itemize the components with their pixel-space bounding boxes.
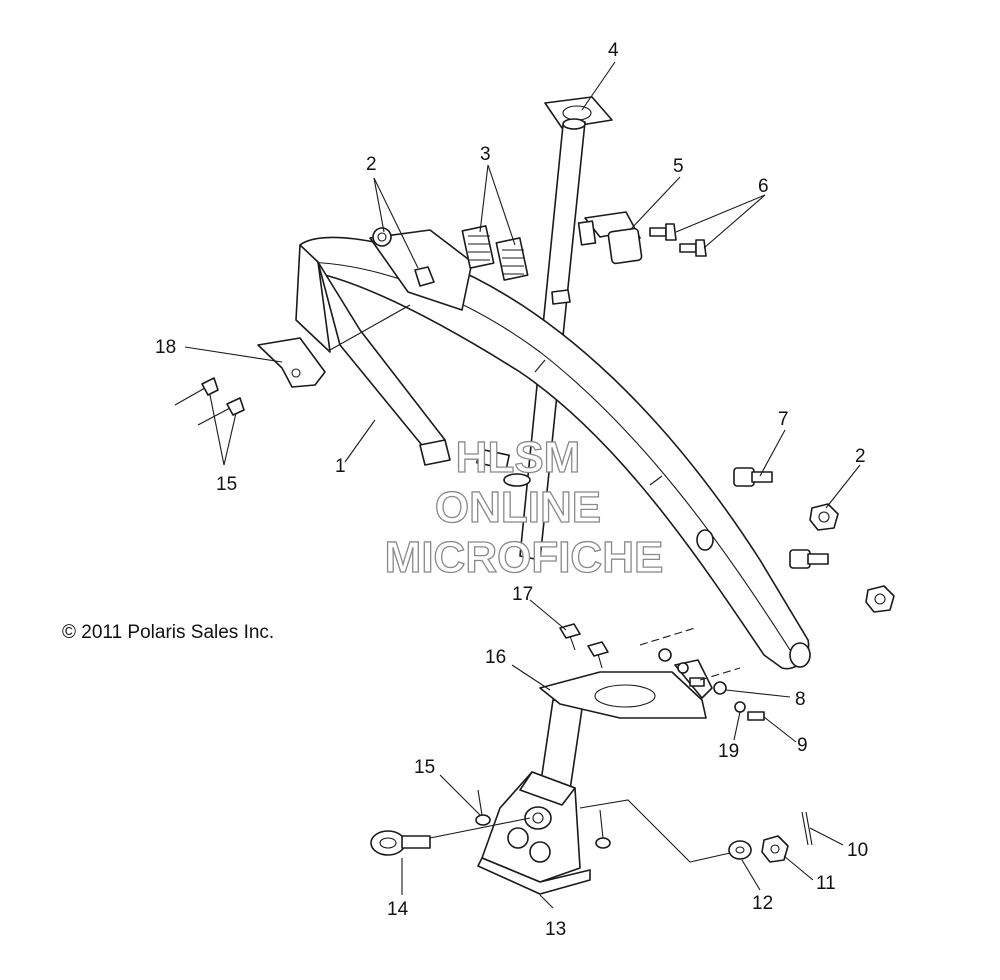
bracket-18 (257, 337, 326, 388)
callout-3: 3 (480, 144, 491, 165)
right-fasteners (733, 467, 895, 613)
callout-15: 15 (414, 757, 435, 778)
eye-bolt (370, 830, 431, 856)
callout-16: 16 (485, 647, 506, 668)
callout-18: 18 (155, 337, 176, 358)
clamp (577, 211, 643, 265)
callout-2: 2 (855, 446, 866, 467)
upper-bracket (369, 227, 473, 311)
callout-19: 19 (718, 741, 739, 762)
bolts-6 (649, 223, 707, 257)
callout-5: 5 (673, 156, 684, 177)
watermark: HLSM ONLINE MICROFICHE (384, 432, 664, 582)
springs (461, 225, 529, 281)
callout-9: 9 (797, 735, 808, 756)
callout-7: 7 (778, 409, 789, 430)
callout-4: 4 (608, 40, 619, 61)
callout-2: 2 (366, 154, 377, 175)
watermark-line-3: MICROFICHE (385, 533, 664, 582)
main-frame (295, 236, 811, 670)
watermark-line-1: HLSM (456, 433, 581, 482)
small-fasteners (639, 627, 765, 721)
callout-17: 17 (512, 584, 533, 605)
callout-15: 15 (216, 474, 237, 495)
callout-6: 6 (758, 176, 769, 197)
callout-11: 11 (816, 873, 836, 894)
screws-17 (559, 623, 609, 669)
callout-12: 12 (752, 893, 773, 914)
copyright-notice: © 2011 Polaris Sales Inc. (62, 622, 274, 643)
callout-14: 14 (387, 899, 409, 920)
callout-1: 1 (335, 456, 346, 477)
washer-nut-pin (728, 811, 813, 863)
rivets-15-left (174, 377, 245, 426)
leader-lines (184, 61, 861, 909)
callout-13: 13 (545, 919, 566, 940)
callout-10: 10 (847, 840, 868, 861)
watermark-line-2: ONLINE (435, 483, 601, 532)
callout-8: 8 (795, 689, 806, 710)
rivets-15-lower (475, 789, 611, 849)
base-bracket (477, 771, 591, 895)
callouts: 1 2 2 3 4 5 6 7 8 9 10 11 12 13 14 15 15… (155, 40, 868, 940)
lower-column (539, 699, 584, 791)
